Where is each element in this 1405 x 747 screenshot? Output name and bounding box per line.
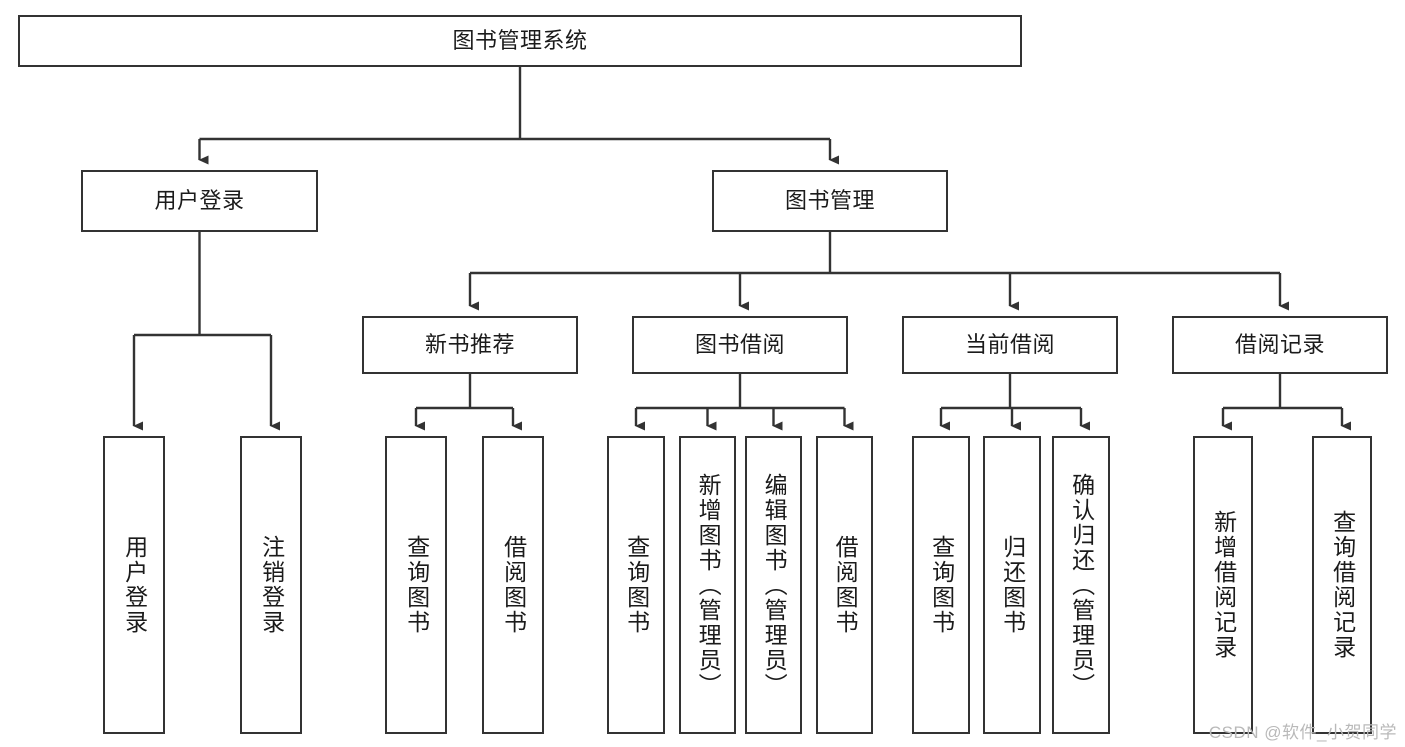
node-label: 查询图书	[623, 535, 650, 635]
node-label: 图书管理系统	[452, 28, 588, 54]
node-leaf-8[interactable]: 借阅图书	[816, 436, 873, 734]
node-label: 用户登录	[154, 188, 245, 214]
node-current[interactable]: 当前借阅	[902, 316, 1118, 374]
node-label: 编辑图书（管理员）	[761, 472, 788, 698]
node-label: 借阅记录	[1234, 332, 1325, 358]
node-leaf-11[interactable]: 确认归还（管理员）	[1052, 436, 1110, 734]
node-label: 图书借阅	[694, 332, 785, 358]
node-label: 新增图书（管理员）	[695, 472, 722, 698]
node-label: 当前借阅	[964, 332, 1055, 358]
node-label: 新增借阅记录	[1210, 510, 1237, 660]
node-label: 查询图书	[403, 535, 430, 635]
node-label: 新书推荐	[424, 332, 515, 358]
node-label: 借阅图书	[832, 535, 859, 635]
node-leaf-10[interactable]: 归还图书	[983, 436, 1041, 734]
node-label: 查询图书	[928, 535, 955, 635]
node-label: 确认归还（管理员）	[1068, 472, 1095, 698]
node-root[interactable]: 图书管理系统	[18, 15, 1022, 67]
node-leaf-3[interactable]: 查询图书	[385, 436, 447, 734]
watermark-label: CSDN @软件_小贺同学	[1208, 723, 1397, 742]
node-leaf-7[interactable]: 编辑图书（管理员）	[745, 436, 802, 734]
node-label: 图书管理	[784, 188, 875, 214]
node-label: 归还图书	[999, 535, 1026, 635]
node-leaf-5[interactable]: 查询图书	[607, 436, 665, 734]
node-leaf-12[interactable]: 新增借阅记录	[1193, 436, 1253, 734]
node-leaf-4[interactable]: 借阅图书	[482, 436, 544, 734]
node-label: 用户登录	[121, 535, 148, 635]
node-label: 注销登录	[258, 535, 285, 635]
node-newbooks[interactable]: 新书推荐	[362, 316, 578, 374]
node-bookmgmt[interactable]: 图书管理	[712, 170, 948, 232]
node-borrow[interactable]: 图书借阅	[632, 316, 848, 374]
node-leaf-9[interactable]: 查询图书	[912, 436, 970, 734]
node-records[interactable]: 借阅记录	[1172, 316, 1388, 374]
node-label: 查询借阅记录	[1329, 510, 1356, 660]
node-label: 借阅图书	[500, 535, 527, 635]
node-leaf-2[interactable]: 注销登录	[240, 436, 302, 734]
node-leaf-1[interactable]: 用户登录	[103, 436, 165, 734]
node-leaf-13[interactable]: 查询借阅记录	[1312, 436, 1372, 734]
node-leaf-6[interactable]: 新增图书（管理员）	[679, 436, 736, 734]
node-login[interactable]: 用户登录	[81, 170, 318, 232]
